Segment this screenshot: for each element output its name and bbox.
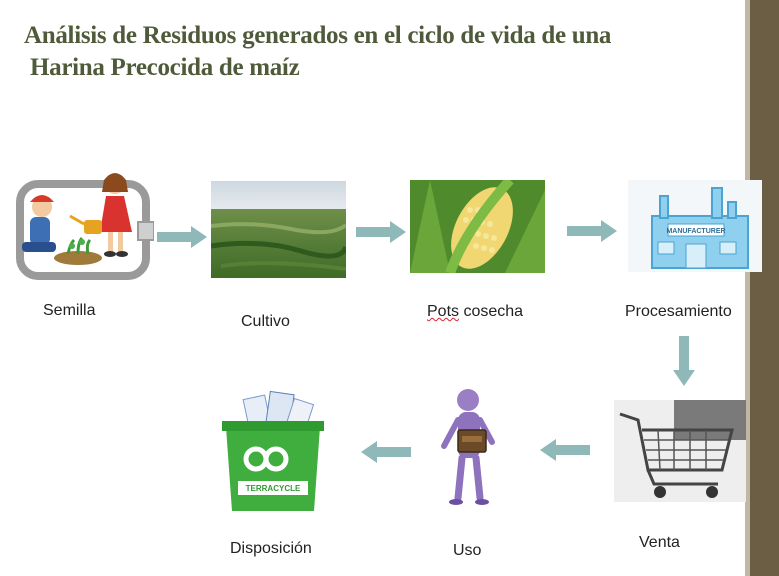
stage-label-uso: Uso xyxy=(453,542,482,559)
arrow-right-icon xyxy=(157,226,207,248)
stage-label-venta: Venta xyxy=(639,534,680,551)
uso-image xyxy=(434,386,506,514)
stage-label-semilla: Semilla xyxy=(43,302,96,319)
arrow-left-icon xyxy=(540,439,590,461)
arrow-right-icon xyxy=(356,221,406,243)
arrow-right-icon xyxy=(567,220,617,242)
venta-image xyxy=(614,400,746,502)
disposicion-image: TERRACYCLE xyxy=(212,389,333,518)
stage-label-cultivo: Cultivo xyxy=(241,313,290,330)
manufacturer-sign: MANUFACTURER xyxy=(666,228,725,235)
arrow-left-icon xyxy=(361,441,411,463)
title-line-2: Harina Precocida de maíz xyxy=(30,54,300,81)
sidebar xyxy=(750,0,779,576)
terracycle-logo: TERRACYCLE xyxy=(246,484,301,493)
procesamiento-image: MANUFACTURER xyxy=(628,180,762,272)
stage-label-disposicion: Disposición xyxy=(230,540,312,557)
stage-label-cosecha-word1: Pots xyxy=(427,303,460,320)
title-line-1: Análisis de Residuos generados en el cic… xyxy=(24,22,612,49)
stage-label-cosecha: Pots cosecha xyxy=(427,303,523,321)
arrow-down-icon xyxy=(673,336,695,386)
cultivo-image xyxy=(211,181,346,278)
semilla-image xyxy=(12,162,154,287)
stage-label-cosecha-word2: cosecha xyxy=(459,303,524,320)
sidebar-accent xyxy=(745,0,750,576)
slide-title: Análisis de Residuos generados en el cic… xyxy=(24,20,744,84)
cosecha-image xyxy=(410,180,545,273)
stage-label-procesamiento: Procesamiento xyxy=(625,303,732,320)
